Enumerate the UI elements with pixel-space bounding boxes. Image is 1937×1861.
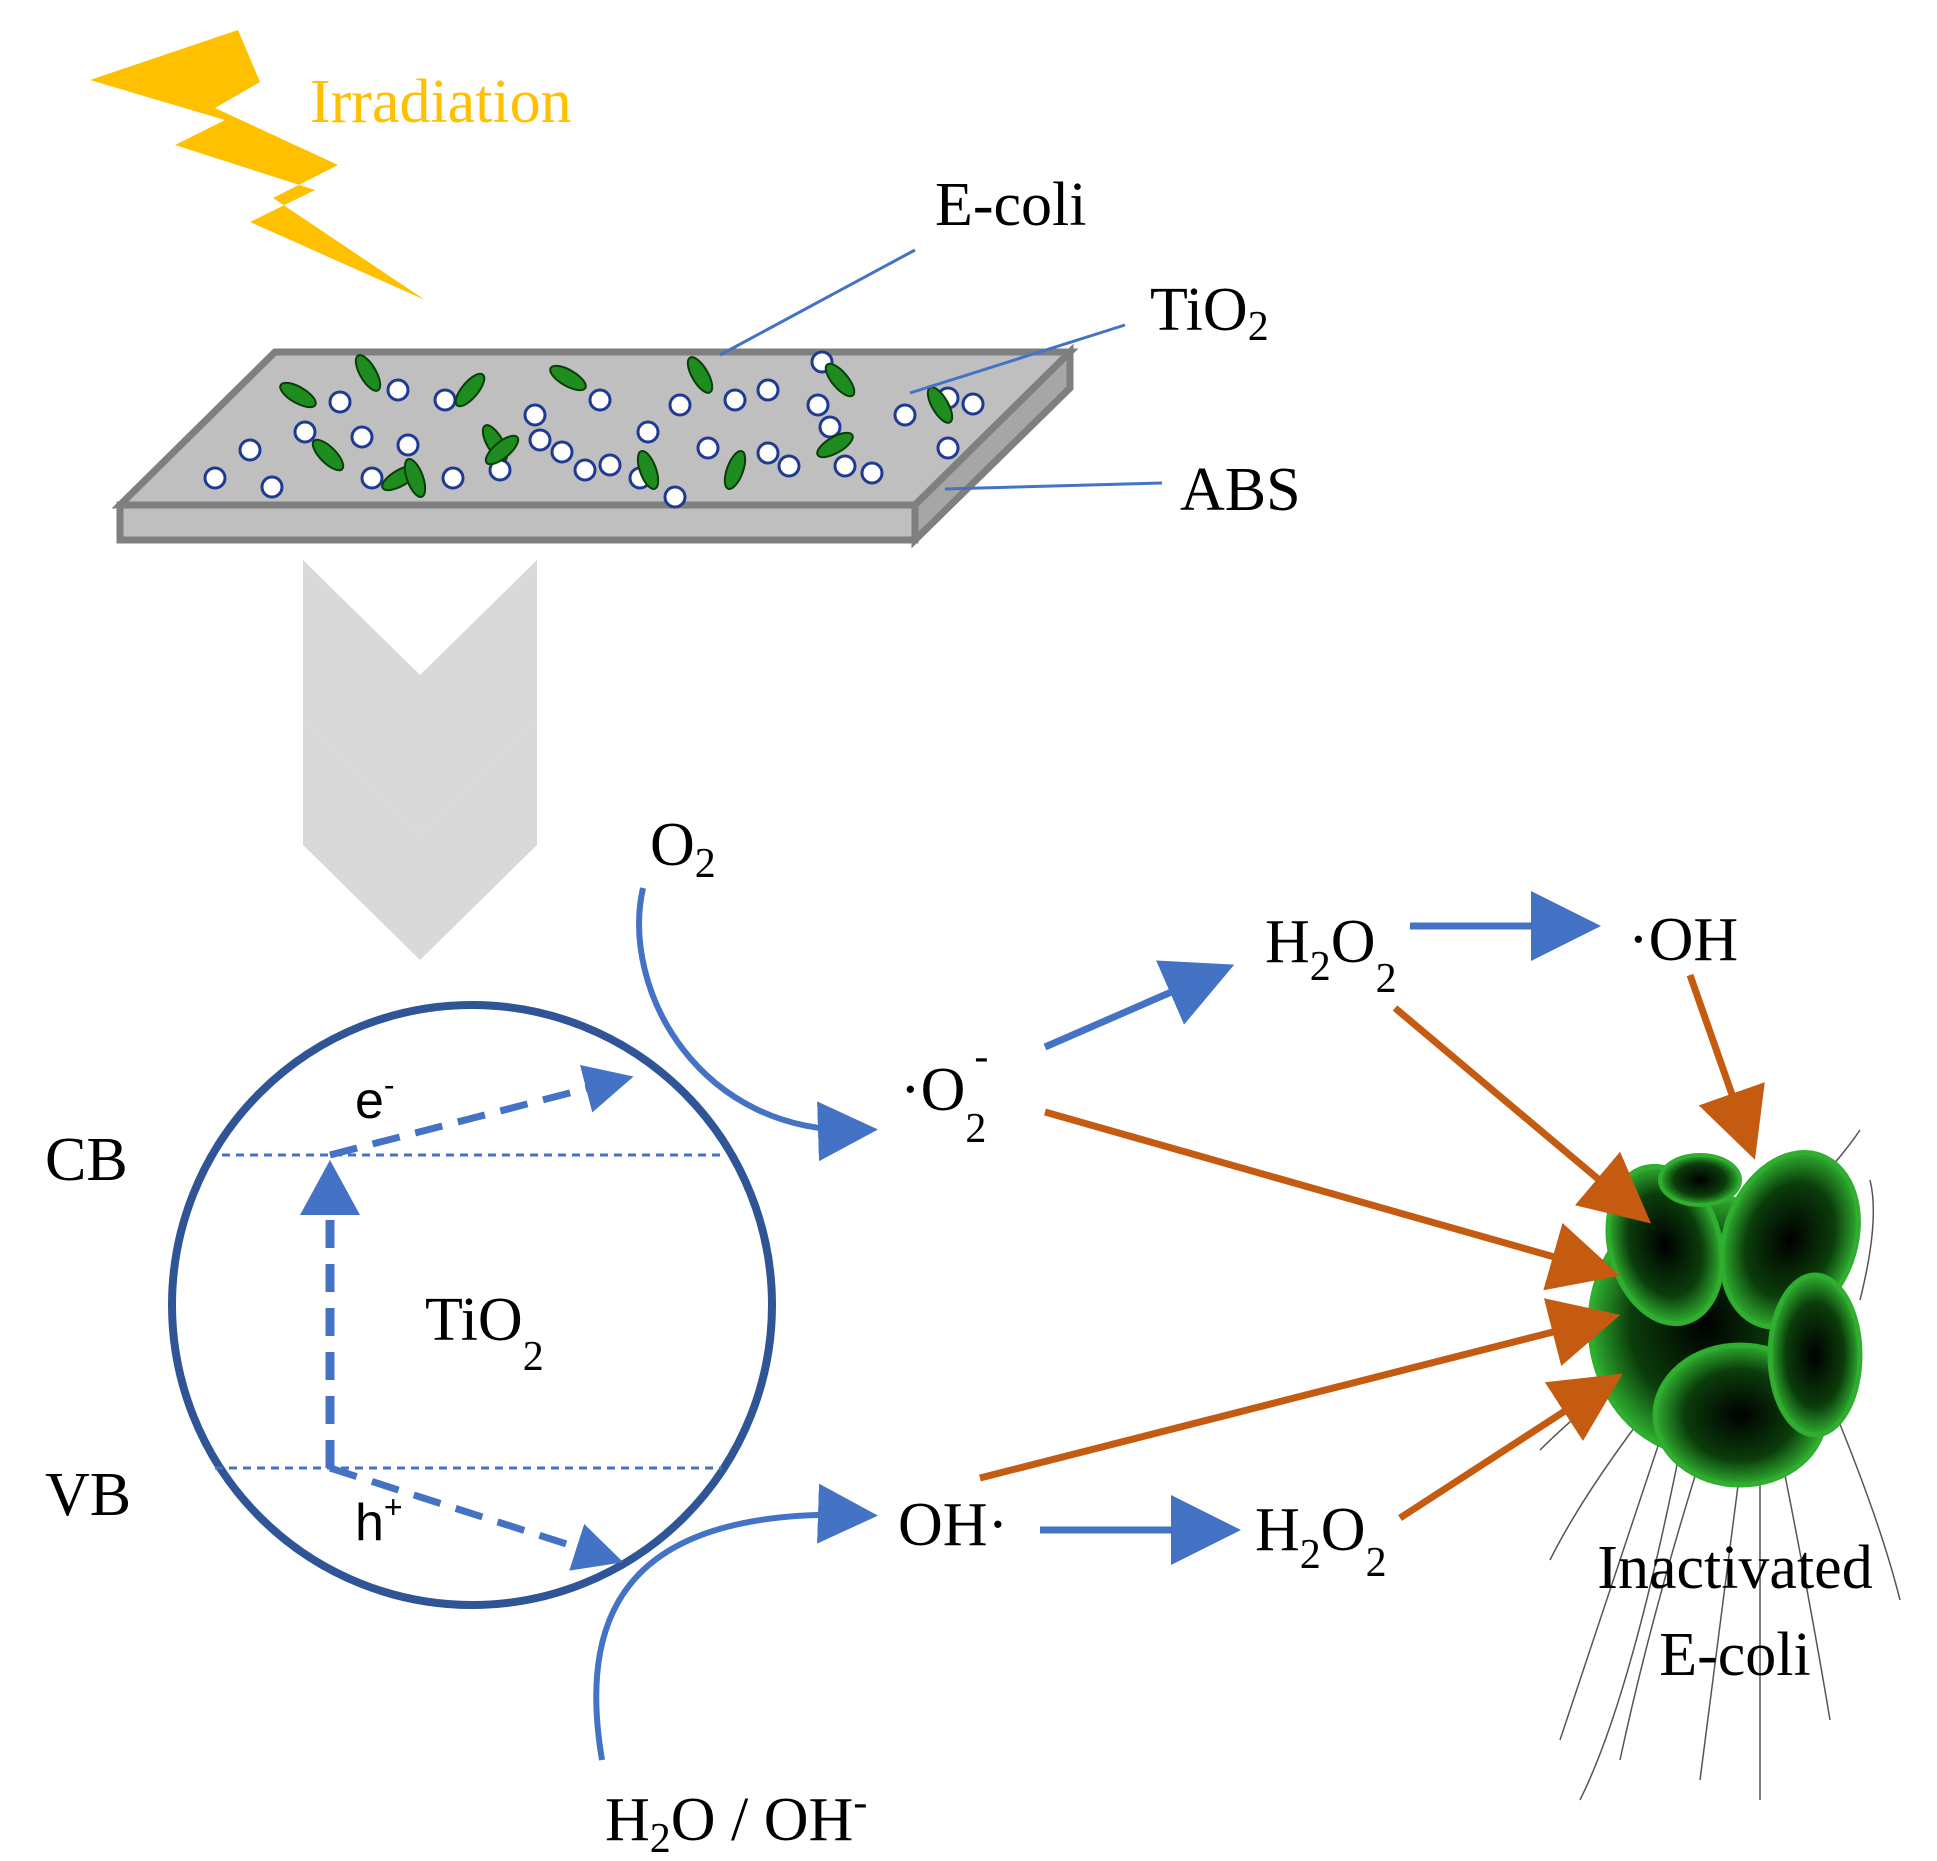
tio2-particle-group xyxy=(203,350,985,509)
ecoli-bacterium xyxy=(816,431,854,459)
ecoli-leader-line xyxy=(719,248,916,357)
superoxide-to-h2o2-arrow xyxy=(1043,960,1235,1051)
abs-leader-line xyxy=(944,481,1163,491)
tio2-band-circle xyxy=(168,1001,776,1609)
flagellum xyxy=(1829,1399,1901,1601)
irradiation-label: Irradiation xyxy=(310,68,572,136)
ecoli-bacterium xyxy=(636,450,660,490)
tio2-particle xyxy=(528,428,552,452)
o2-to-superoxide-arrow xyxy=(636,887,878,1162)
excitation-arrowhead xyxy=(300,1160,360,1215)
superoxide-attack-arrow xyxy=(1044,1108,1621,1291)
ecoli-bacterium xyxy=(686,356,714,394)
tio2-particle xyxy=(328,390,352,414)
water-to-hydroxyl-arrow xyxy=(593,1483,878,1761)
tio2-particle xyxy=(777,454,801,478)
tio2-particle xyxy=(573,458,597,482)
cb-label: CB xyxy=(45,1126,128,1194)
tio2-particle xyxy=(756,441,780,465)
ecoli-label: E-coli xyxy=(935,171,1087,239)
hole-label: h+ xyxy=(355,1489,403,1552)
tio2-circle-label: TiO2 xyxy=(425,1286,544,1380)
water-label: H2O / OH- xyxy=(605,1780,867,1861)
ecoli-bacterium xyxy=(403,458,427,498)
vb-label: VB xyxy=(45,1461,131,1529)
tio2-particle xyxy=(260,475,284,499)
h2o2-top-attack-arrow xyxy=(1392,1005,1652,1224)
tio2-particle xyxy=(636,420,660,444)
tio2-particle xyxy=(550,440,574,464)
h2o2-bottom-label: H2O2 xyxy=(1255,1496,1387,1586)
tio2-particle xyxy=(756,378,780,402)
tio2-particle xyxy=(936,436,960,460)
tio2-particle xyxy=(663,485,687,509)
ecoli-bacterium xyxy=(723,450,747,490)
electron-label: e- xyxy=(355,1067,395,1130)
tio2-particle xyxy=(386,378,410,402)
tio2-particle xyxy=(433,388,457,412)
flagellum xyxy=(1779,1449,1831,1721)
ecoli-bacterium xyxy=(279,381,317,409)
flagellum xyxy=(1619,1459,1701,1761)
tio2-particle xyxy=(238,438,262,462)
ecoli-bacteria-group xyxy=(279,354,954,498)
ecoli-bacterium xyxy=(549,364,587,392)
h2o2-top-label: H2O2 xyxy=(1265,908,1397,1002)
ecoli-bacterium xyxy=(824,362,856,398)
superoxide-label: ·O2- xyxy=(900,1034,988,1152)
inactivated-ecoli-icon xyxy=(1539,1129,1901,1801)
tio2-particle xyxy=(293,420,317,444)
ecoli-bacterium xyxy=(354,354,382,392)
abs-plate xyxy=(111,343,1079,549)
ecoli-bacterium xyxy=(311,438,345,472)
hole-arrow xyxy=(328,1464,624,1571)
electron-arrow xyxy=(329,1065,634,1159)
tio2-particle xyxy=(806,393,830,417)
flagellum xyxy=(1549,1419,1641,1561)
tio2-particle xyxy=(668,393,692,417)
flagellum xyxy=(1699,1469,1741,1781)
flagellum xyxy=(1579,1449,1681,1801)
chevron-down-icon xyxy=(303,720,537,960)
hydroxyl-attack-arrow xyxy=(979,1298,1621,1482)
tio2-particle xyxy=(961,392,985,416)
o2-label: O2 xyxy=(650,811,716,887)
ecoli-bacterium xyxy=(454,372,486,408)
tio2-particle xyxy=(818,415,842,439)
inactivated-label-line1: Inactivated xyxy=(1597,1534,1872,1602)
tio2-particle xyxy=(833,454,857,478)
tio2-label: TiO2 xyxy=(1150,276,1269,350)
oh-radical-top-label: ·OH xyxy=(1628,906,1738,974)
ecoli-bacterium xyxy=(484,434,520,466)
flagellum xyxy=(1859,1179,1875,1301)
tio2-particle xyxy=(350,425,374,449)
tio2-particle xyxy=(360,466,384,490)
tio2-particle xyxy=(203,466,227,490)
oh-top-attack-arrow xyxy=(1686,973,1765,1160)
flagellum xyxy=(1559,1439,1661,1741)
tio2-particle xyxy=(588,388,612,412)
tio2-particle xyxy=(696,436,720,460)
tio2-particle xyxy=(893,403,917,427)
chevron-down-icon xyxy=(303,560,537,835)
tio2-particle xyxy=(860,461,884,485)
abs-label: ABS xyxy=(1180,456,1301,524)
h2o2-bottom-attack-arrow xyxy=(1398,1373,1623,1521)
tio2-particle xyxy=(396,433,420,457)
tio2-particle xyxy=(441,466,465,490)
tio2-particle xyxy=(723,388,747,412)
tio2-leader-line xyxy=(909,323,1126,395)
tio2-particle xyxy=(598,453,622,477)
plate-side-face xyxy=(911,343,1074,549)
lightning-bolt-icon xyxy=(90,30,425,300)
tio2-particle xyxy=(523,403,547,427)
oh-radical-bottom-label: OH· xyxy=(898,1491,1008,1559)
plate-front-face xyxy=(116,501,919,544)
inactivated-label-line2: E-coli xyxy=(1659,1621,1811,1689)
